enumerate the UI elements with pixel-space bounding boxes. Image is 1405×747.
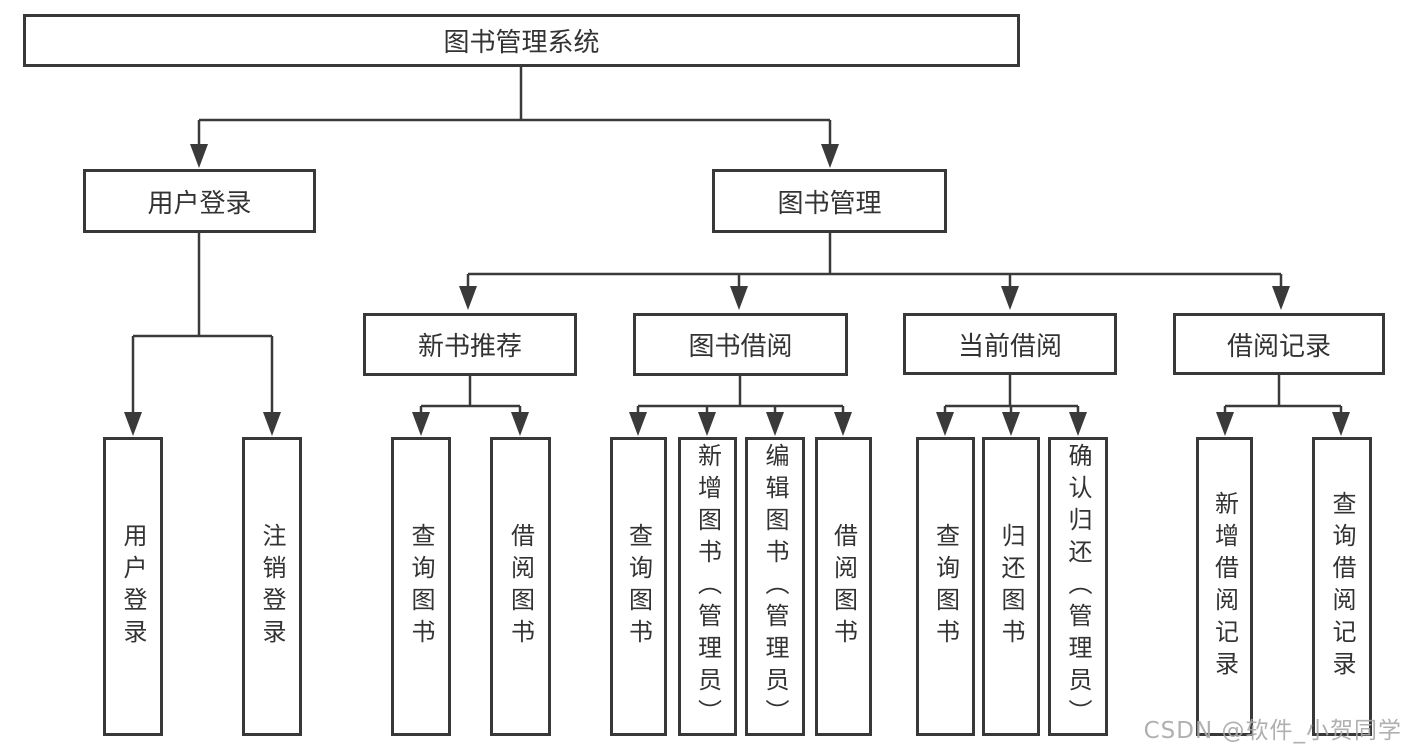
arrowhead-icon xyxy=(698,412,716,436)
leaf-query-books-recommend: 查询图书 xyxy=(391,437,451,736)
leaf-add-book-admin: 新增图书（管理员） xyxy=(678,437,737,736)
leaf-query-books-current: 查询图书 xyxy=(916,437,975,736)
node-book-management: 图书管理 xyxy=(712,169,947,233)
csdn-watermark: CSDN @软件_小贺同学 xyxy=(1143,718,1402,744)
leaf-return-book: 归还图书 xyxy=(982,437,1040,736)
arrowhead-icon xyxy=(1069,412,1087,436)
leaf-confirm-return-admin: 确认归还（管理员） xyxy=(1048,437,1108,736)
node-borrow-records: 借阅记录 xyxy=(1173,313,1385,375)
node-user-login: 用户登录 xyxy=(83,169,316,233)
arrowhead-icon xyxy=(263,412,281,436)
arrowhead-icon xyxy=(124,412,142,436)
arrowhead-icon xyxy=(629,412,647,436)
arrowhead-icon xyxy=(1332,412,1350,436)
arrowhead-icon xyxy=(1002,412,1020,436)
arrowhead-icon xyxy=(1001,286,1019,310)
arrowhead-icon xyxy=(821,144,839,168)
arrowhead-icon xyxy=(1216,412,1234,436)
leaf-add-borrow-record: 新增借阅记录 xyxy=(1196,437,1253,736)
node-current-borrow: 当前借阅 xyxy=(903,313,1117,375)
leaf-borrow-book-recommend: 借阅图书 xyxy=(490,437,551,736)
arrowhead-icon xyxy=(834,412,852,436)
leaf-logout: 注销登录 xyxy=(242,437,302,736)
arrowhead-icon xyxy=(459,286,477,310)
leaf-user-login: 用户登录 xyxy=(103,437,163,736)
arrowhead-icon xyxy=(936,412,954,436)
arrowhead-icon xyxy=(190,144,208,168)
leaf-query-borrow-record: 查询借阅记录 xyxy=(1312,437,1372,736)
arrowhead-icon xyxy=(511,412,529,436)
arrowhead-icon xyxy=(766,412,784,436)
arrowhead-icon xyxy=(412,412,430,436)
leaf-edit-book-admin: 编辑图书（管理员） xyxy=(745,437,805,736)
leaf-borrow-book: 借阅图书 xyxy=(815,437,872,736)
node-book-borrow: 图书借阅 xyxy=(633,313,848,376)
arrowhead-icon xyxy=(730,286,748,310)
leaf-query-books-borrow: 查询图书 xyxy=(610,437,667,736)
node-library-management-system: 图书管理系统 xyxy=(23,14,1020,67)
arrowhead-icon xyxy=(1272,286,1290,310)
node-new-book-recommend: 新书推荐 xyxy=(363,313,577,376)
